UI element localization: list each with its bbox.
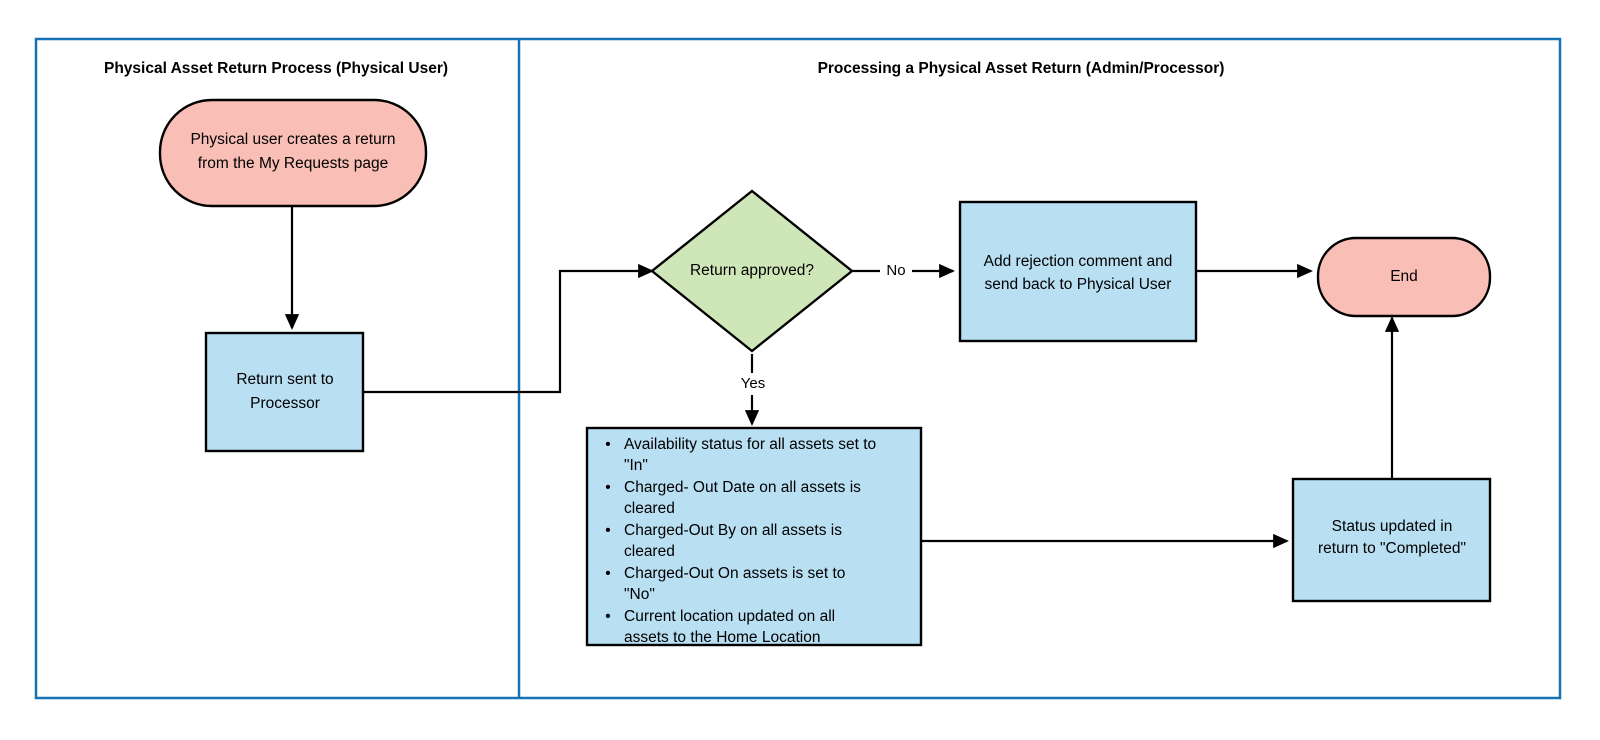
asset-bullet-0-line2: "In" [624, 457, 648, 474]
node-status-updated[interactable]: Status updated in return to "Completed" [1291, 477, 1492, 603]
end-terminator-shape [1316, 236, 1492, 318]
edge-label-no: No [886, 262, 905, 279]
asset-bullet-1-line2: cleared [624, 500, 675, 517]
decision-diamond-shape [650, 189, 854, 353]
bullet-marker: • [605, 522, 610, 539]
start-label-line2: from the My Requests page [198, 155, 388, 172]
bullet-marker: • [605, 436, 610, 453]
node-end[interactable]: End [1316, 236, 1492, 318]
lane-container-frame [34, 37, 1562, 700]
status-updated-label-line2: return to "Completed" [1318, 540, 1466, 557]
asset-bullet-3-line1: Charged-Out On assets is set to [624, 565, 845, 582]
end-label: End [1390, 268, 1418, 285]
decision-label: Return approved? [690, 262, 814, 279]
start-terminator-shape [158, 98, 428, 208]
edge-label-yes: Yes [741, 375, 765, 392]
return-sent-label-line1: Return sent to [236, 371, 333, 388]
node-decision-return-approved[interactable]: Return approved? [650, 189, 854, 353]
yes-label-backdrop [734, 373, 772, 395]
asset-bullet-0-line1: Availability status for all assets set t… [624, 436, 876, 453]
asset-bullet-1-line1: Charged- Out Date on all assets is [624, 479, 861, 496]
lane-title-left: Physical Asset Return Process (Physical … [104, 60, 448, 77]
node-add-rejection-comment[interactable]: Add rejection comment and send back to P… [958, 200, 1198, 343]
bullet-marker: • [605, 565, 610, 582]
status-updated-process-shape [1291, 477, 1492, 603]
asset-bullet-2-line2: cleared [624, 543, 675, 560]
reject-label-line2: send back to Physical User [985, 276, 1172, 293]
node-return-sent-to-processor[interactable]: Return sent to Processor [204, 331, 365, 453]
bullet-marker: • [605, 479, 610, 496]
bullet-marker: • [605, 608, 610, 625]
status-updated-label-line1: Status updated in [1332, 518, 1453, 535]
no-label-backdrop [880, 260, 912, 282]
reject-label-line1: Add rejection comment and [984, 253, 1173, 270]
return-sent-process-shape [204, 331, 365, 453]
node-asset-update-list[interactable]: • Availability status for all assets set… [585, 426, 923, 647]
start-label-line1: Physical user creates a return [190, 131, 395, 148]
node-start[interactable]: Physical user creates a return from the … [158, 98, 428, 208]
reject-process-shape [958, 200, 1198, 343]
return-sent-label-line2: Processor [250, 395, 320, 412]
asset-bullet-3-line2: "No" [624, 586, 655, 603]
asset-bullet-4-line1: Current location updated on all [624, 608, 835, 625]
asset-bullet-4-line2: assets to the Home Location [624, 629, 820, 646]
asset-bullet-2-line1: Charged-Out By on all assets is [624, 522, 842, 539]
connector-return-sent-to-decision [363, 263, 654, 394]
asset-update-process-shape [585, 426, 923, 647]
lane-title-right: Processing a Physical Asset Return (Admi… [818, 60, 1225, 77]
